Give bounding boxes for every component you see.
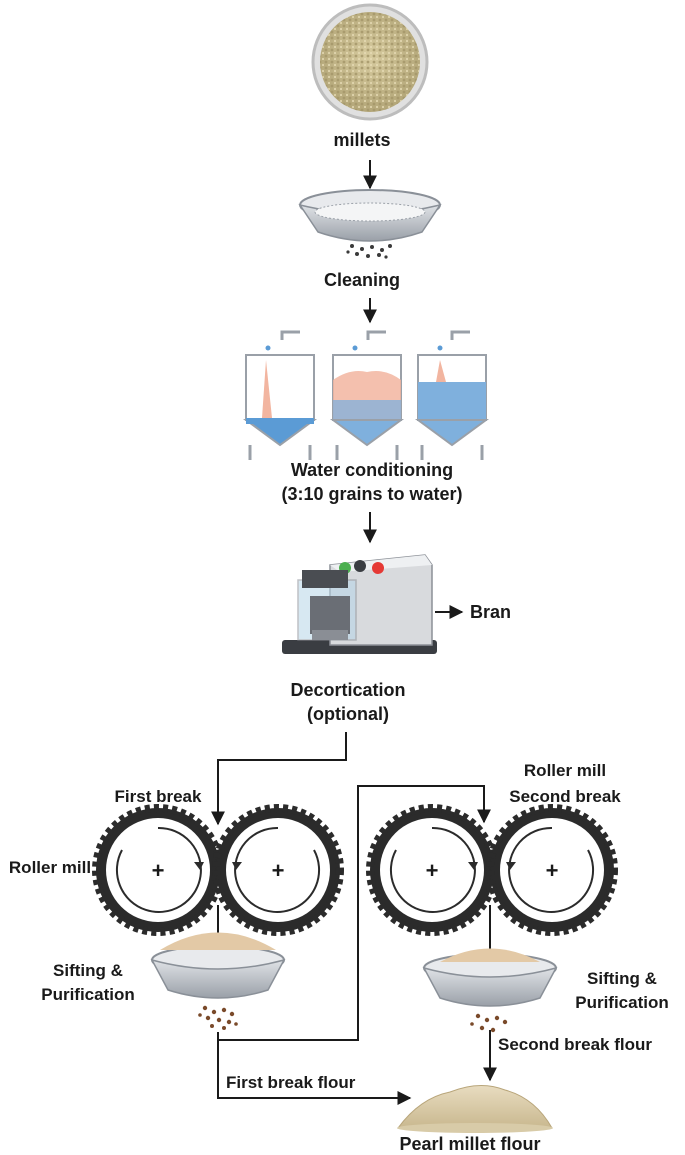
left-sifting-label: Sifting & xyxy=(53,961,123,980)
right-sifting-sieve-icon xyxy=(422,948,558,1033)
first-break-flour-label: First break flour xyxy=(226,1073,356,1092)
plus-icon: + xyxy=(272,858,285,883)
bran-label: Bran xyxy=(470,602,511,622)
decortication-optional-label: (optional) xyxy=(307,704,389,724)
first-break-label: First break xyxy=(115,787,202,806)
right-purification-label: Purification xyxy=(575,993,669,1012)
arrow-return-to-second-break xyxy=(217,785,491,1041)
roller-left-a: + xyxy=(92,804,224,936)
cleaning-label: Cleaning xyxy=(324,270,400,290)
decortication-label: Decortication xyxy=(290,680,405,700)
water-conditioning-tanks-icon xyxy=(242,330,490,460)
roller-right-b: + xyxy=(486,804,618,936)
second-break-roller-mill-icon: + + xyxy=(366,804,618,936)
water-ratio-label: (3:10 grains to water) xyxy=(281,484,462,504)
right-sifting-label: Sifting & xyxy=(587,969,657,988)
arrow-decortication-to-first-break xyxy=(211,732,347,826)
plus-icon: + xyxy=(152,858,165,883)
tank-1 xyxy=(242,330,318,460)
millets-label: millets xyxy=(333,130,390,150)
arrow-first-break-flour xyxy=(217,1040,412,1105)
roller-right-a: + xyxy=(366,804,498,936)
roller-mill-left-label: Roller mill xyxy=(9,858,91,877)
second-break-flour-label: Second break flour xyxy=(498,1035,652,1054)
first-break-roller-mill-icon: + + xyxy=(92,804,344,936)
millets-grain-bowl xyxy=(311,3,429,121)
roller-left-b: + xyxy=(212,804,344,936)
left-sifting-sieve-icon xyxy=(150,932,286,1030)
decorticator-machine-icon xyxy=(282,554,437,654)
flour-mound-icon xyxy=(397,1085,553,1133)
tank-2 xyxy=(329,330,405,460)
tank-3 xyxy=(414,330,490,460)
pearl-millet-flour-label: Pearl millet flour xyxy=(399,1134,540,1154)
second-break-label: Second break xyxy=(509,787,621,806)
water-conditioning-label: Water conditioning xyxy=(291,460,453,480)
cleaning-sieve-icon xyxy=(298,189,442,259)
plus-icon: + xyxy=(546,858,559,883)
left-purification-label: Purification xyxy=(41,985,135,1004)
plus-icon: + xyxy=(426,858,439,883)
roller-mill-right-label: Roller mill xyxy=(524,761,606,780)
